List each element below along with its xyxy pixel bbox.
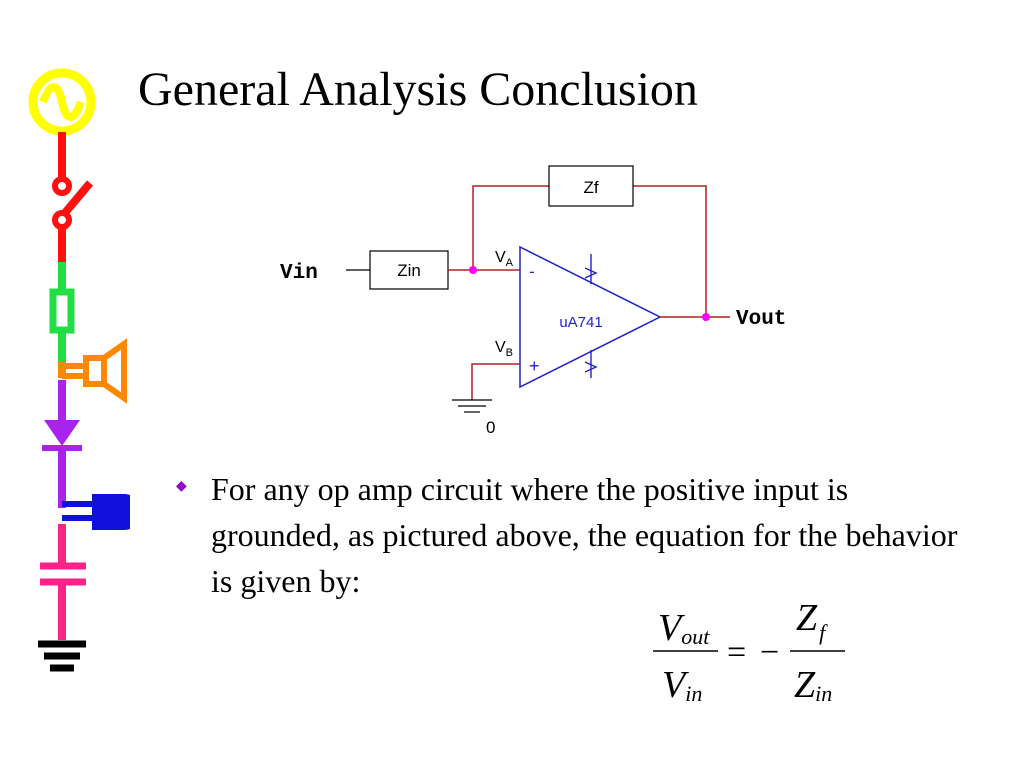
ac-source-icon <box>28 68 96 136</box>
minus-sign: − <box>760 634 779 671</box>
ground-icon <box>38 640 86 672</box>
zin-label: Zin <box>397 261 421 280</box>
opamp-label: uA741 <box>559 314 602 331</box>
lhs-denominator: Vin <box>662 664 702 706</box>
rhs-den-letter: Z <box>794 664 816 706</box>
node-a-dot <box>469 266 477 274</box>
lamp-icon <box>62 494 130 530</box>
diamond-bullet-icon: ◆ <box>176 479 187 494</box>
feedback-wire <box>472 185 707 317</box>
node-b-label: VB <box>495 339 513 359</box>
equals-sign: = <box>727 634 746 671</box>
switch-icon <box>52 132 94 262</box>
diode-icon <box>42 380 82 508</box>
speaker-icon <box>58 338 127 404</box>
output-node-dot <box>702 313 710 321</box>
vin-label: Vin <box>280 262 318 285</box>
rhs-den-sub: in <box>815 681 832 706</box>
plus-input-sign: + <box>529 356 540 376</box>
ground-node-label: 0 <box>486 418 495 437</box>
component-strip <box>28 68 130 672</box>
capacitor-icon <box>40 524 86 640</box>
rhs-numerator: Zf <box>796 597 828 645</box>
schematic-ground-icon <box>452 399 492 413</box>
lhs-num-sub: out <box>681 624 710 649</box>
vout-label: Vout <box>736 308 786 331</box>
node-b-letter: V <box>495 339 506 356</box>
rhs-denominator: Zin <box>794 664 832 706</box>
node-a-sub: A <box>506 257 514 269</box>
lhs-num-letter: V <box>658 607 685 649</box>
opamp-triangle <box>519 245 662 389</box>
lhs-den-letter: V <box>662 664 689 706</box>
lhs-den-sub: in <box>685 681 702 706</box>
rhs-num-sub: f <box>819 620 828 645</box>
slide-title: General Analysis Conclusion <box>138 63 698 116</box>
zin-box <box>369 250 449 290</box>
zf-label: Zf <box>583 178 598 197</box>
minus-input-sign: - <box>529 262 535 281</box>
node-a-label: VA <box>495 249 514 269</box>
lhs-numerator: Vout <box>658 607 710 649</box>
node-b-sub: B <box>506 347 513 359</box>
resistor-icon <box>49 262 75 362</box>
node-a-letter: V <box>495 249 506 266</box>
supply-pins <box>584 254 598 378</box>
bullet-text: For any op amp circuit where the positiv… <box>211 471 958 599</box>
zf-box <box>548 165 634 207</box>
ground-wire <box>471 363 520 400</box>
